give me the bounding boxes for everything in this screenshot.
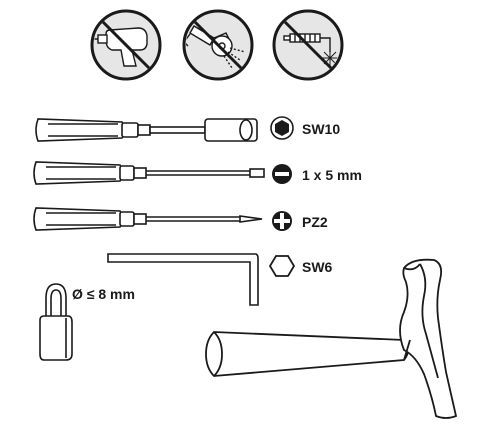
hammer-drill-prohibited-icon: [90, 9, 162, 81]
padlock-diameter-label: Ø ≤ 8 mm: [72, 286, 135, 302]
flat-screwdriver-icon: [33, 161, 265, 185]
angle-grinder-prohibited-icon: [182, 9, 254, 81]
hammer-icon: [205, 258, 458, 419]
flat-blade-size-label: 1 x 5 mm: [302, 167, 362, 183]
padlock-icon: [39, 283, 73, 361]
slot-bit-icon: [272, 164, 292, 184]
sw10-label: SW10: [302, 121, 341, 137]
hexagon-filled-icon: [270, 116, 294, 140]
hexagon-outline-icon: [268, 255, 296, 277]
sw6-label: SW6: [302, 259, 333, 275]
pz2-label: PZ2: [302, 214, 328, 230]
heat-gun-prohibited-icon: [272, 9, 344, 81]
phillips-screwdriver-icon: [33, 207, 263, 231]
allen-key-icon: [107, 253, 259, 306]
pozidriv-bit-icon: [272, 211, 292, 231]
socket-screwdriver-icon: [35, 118, 258, 142]
